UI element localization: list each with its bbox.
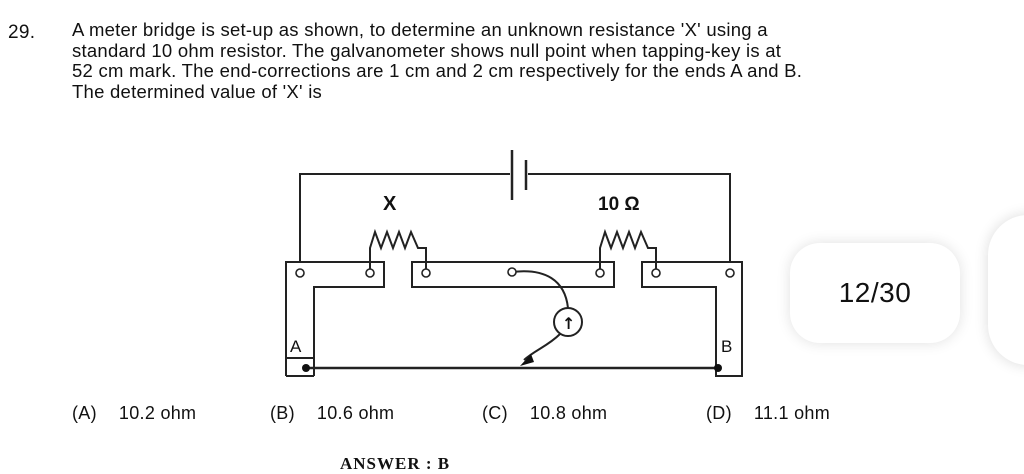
- question-line: A meter bridge is set-up as shown, to de…: [72, 19, 768, 40]
- option-label: (C): [482, 403, 508, 423]
- option-text: 10.2 ohm: [118, 403, 197, 423]
- terminal: [595, 268, 605, 278]
- resistor-10-ohm: [599, 228, 657, 270]
- question-text: A meter bridge is set-up as shown, to de…: [72, 19, 972, 102]
- label-a: A: [290, 337, 302, 356]
- option-label: (D): [706, 403, 732, 423]
- copper-strip-right: [641, 261, 743, 377]
- battery-wire-right: [528, 173, 731, 262]
- galvanometer-wire-bottom: [523, 333, 561, 361]
- page-indicator: 12/30: [838, 277, 912, 308]
- resistor-x: [369, 228, 427, 270]
- jockey-arrow-icon: [520, 354, 534, 366]
- option-label: (B): [270, 403, 295, 423]
- terminal: [725, 268, 735, 278]
- question-line: The determined value of 'X' is: [72, 80, 323, 102]
- option-text: 10.8 ohm: [529, 403, 608, 423]
- option-d[interactable]: (D) 11.1 ohm: [706, 403, 830, 424]
- label-10-ohm: 10 Ω: [598, 194, 640, 215]
- option-b[interactable]: (B) 10.6 ohm: [270, 403, 394, 424]
- end-b-dot: [714, 364, 722, 372]
- label-x: X: [383, 193, 397, 215]
- question-line: 52 cm mark. The end-corrections are 1 cm…: [72, 60, 803, 81]
- copper-strip-middle: [411, 261, 615, 288]
- option-label: (A): [72, 403, 97, 423]
- option-text: 10.6 ohm: [316, 403, 395, 423]
- terminal: [651, 268, 661, 278]
- battery-wire-left: [299, 173, 510, 262]
- galvanometer-wire-top: [511, 270, 569, 309]
- option-c[interactable]: (C) 10.8 ohm: [482, 403, 607, 424]
- end-a-dot: [302, 364, 310, 372]
- terminal: [295, 268, 305, 278]
- terminal: [507, 267, 517, 277]
- answer-text: ANSWER : B: [340, 454, 451, 473]
- page-indicator-card[interactable]: 12/30: [790, 243, 960, 343]
- galvanometer-symbol: ↑: [562, 314, 575, 333]
- option-text: 11.1 ohm: [753, 403, 831, 423]
- next-card-edge[interactable]: [988, 215, 1024, 365]
- option-a[interactable]: (A) 10.2 ohm: [72, 403, 196, 424]
- question-number: 29.: [8, 22, 36, 43]
- terminal: [365, 268, 375, 278]
- terminal: [421, 268, 431, 278]
- label-b: B: [721, 337, 732, 356]
- question-line: standard 10 ohm resistor. The galvanomet…: [72, 39, 782, 61]
- galvanometer-icon: [553, 307, 583, 337]
